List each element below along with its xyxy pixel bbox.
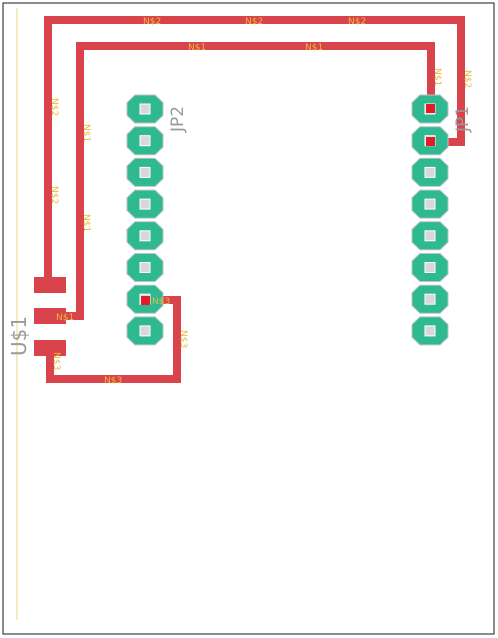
via-jp1-top: [426, 104, 435, 113]
pin-drill: [424, 293, 436, 305]
net-label: N$3: [152, 297, 170, 307]
net-label: N$1: [81, 214, 91, 232]
net-labels: N$2 N$2 N$2 N$1 N$1 N$2 N$2 N$1 N$1 N$1 …: [49, 17, 472, 386]
net-label: N$3: [104, 376, 122, 386]
trace-n1: [50, 42, 435, 320]
pin-drill: [424, 166, 436, 178]
net-label: N$2: [49, 98, 59, 116]
jp2-header: [126, 94, 164, 346]
part-label-jp1: JP1: [453, 106, 473, 133]
jp1-header: [411, 94, 449, 346]
pin-drill: [139, 262, 151, 273]
via-jp2-seventh: [141, 296, 150, 305]
net-label: N$2: [348, 17, 366, 27]
net-label: N$1: [188, 43, 206, 53]
pin-drill: [139, 103, 151, 115]
part-label-jp2: JP2: [168, 106, 188, 133]
part-label-u1: U$1: [7, 316, 31, 356]
vias: [141, 104, 435, 305]
pin-drill: [424, 198, 436, 210]
smd-pad-1: [34, 277, 66, 293]
u1-pads: [34, 277, 66, 356]
via-jp1-second: [426, 137, 435, 146]
traces: [44, 16, 465, 383]
trace-n3: [46, 296, 181, 383]
net-label: N$2: [462, 70, 472, 88]
part-labels: JP2 JP1 U$1: [7, 106, 473, 356]
pin-drill: [139, 198, 151, 210]
net-label: N$2: [143, 17, 161, 27]
net-label: N$3: [178, 330, 188, 348]
net-label: N$3: [51, 352, 61, 370]
pin-drill: [139, 230, 151, 242]
trace-n2: [44, 16, 465, 290]
net-label: N$1: [432, 68, 442, 86]
net-label: N$2: [245, 17, 263, 27]
pin-drill: [139, 325, 151, 337]
smd-pad-3: [34, 340, 66, 356]
net-label: N$1: [305, 43, 323, 53]
net-label: N$2: [49, 186, 59, 204]
pin-drill: [139, 166, 151, 178]
pin-drill: [424, 262, 436, 273]
smd-pad-2: [34, 308, 66, 324]
pin-drill: [424, 230, 436, 242]
net-label: N$1: [56, 313, 74, 323]
pin-drill: [424, 325, 436, 337]
pin-drill: [139, 135, 151, 147]
net-label: N$1: [81, 124, 91, 142]
